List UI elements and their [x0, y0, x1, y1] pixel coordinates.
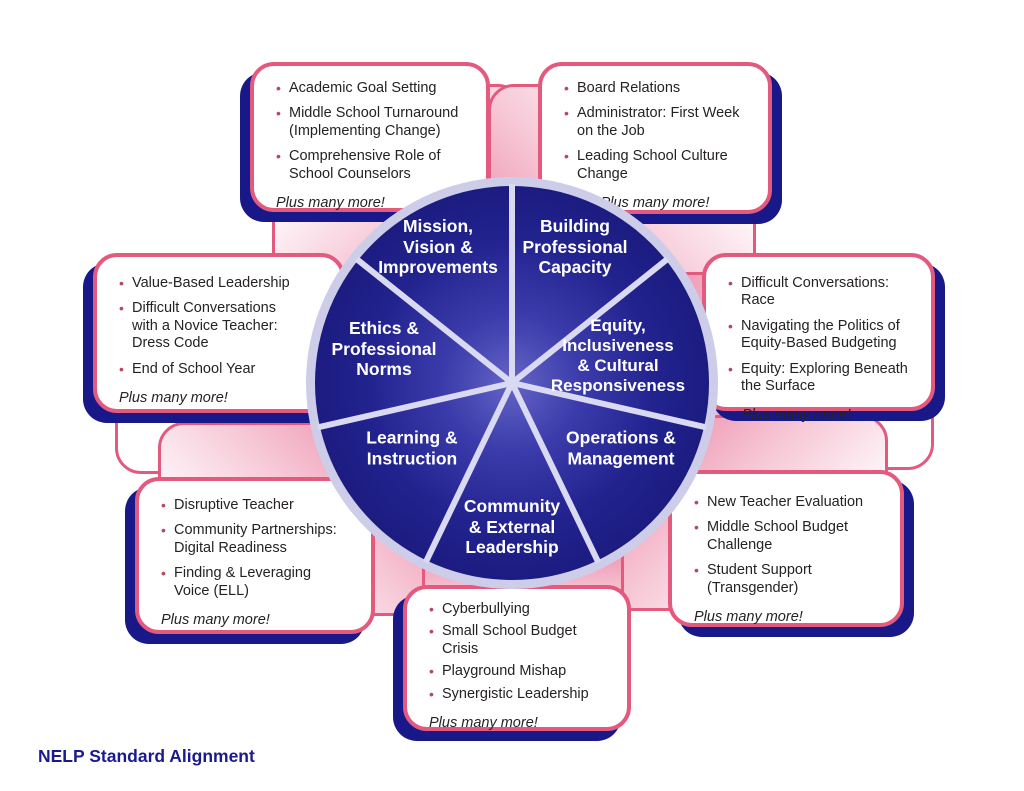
segment-label-equity: Equity, Inclusiveness & Cultural Respons…	[550, 315, 686, 396]
bullet-item-text: Administrator: First Week on the Job	[577, 105, 740, 139]
bullet-icon: •	[728, 360, 733, 377]
plus-many-more-note: Plus many more!	[276, 194, 385, 211]
bullet-item: • Synergistic Leadership	[429, 686, 615, 703]
bullet-icon: •	[429, 663, 434, 680]
bullet-item-text: Difficult Conversations: Race	[741, 275, 890, 309]
bullet-item: • Leading School Culture Change	[564, 148, 756, 183]
bullet-item: • Equity: Exploring Beneath the Surface	[728, 361, 919, 396]
callout-bottom-right: • New Teacher Evaluation • Middle School Bu…	[668, 470, 904, 627]
bullet-list: • Value-Based Leadership • Difficult Conver…	[119, 275, 329, 378]
bullet-icon: •	[161, 522, 166, 539]
bullet-item: • Administrator: First Week on the Job	[564, 105, 756, 140]
bullet-icon: •	[429, 685, 434, 702]
bullet-list: • Academic Goal Setting • Middle School Tur…	[276, 80, 474, 183]
bullet-icon: •	[429, 601, 434, 617]
bullet-icon: •	[694, 519, 699, 536]
callout-top-right: • Board Relations • Administrator: First We…	[538, 62, 772, 214]
bullet-icon: •	[728, 317, 733, 334]
bullet-item-text: Synergistic Leadership	[442, 685, 589, 702]
bullet-item-text: Finding & Leveraging Voice (ELL)	[174, 565, 312, 599]
callout-left: • Value-Based Leadership • Difficult Conver…	[93, 253, 345, 413]
bullet-item: • Difficult Conversations with a Novice T…	[119, 300, 329, 352]
bullet-item: • Academic Goal Setting	[276, 80, 474, 97]
page-title: NELP Standard Alignment	[38, 746, 255, 766]
segment-label-mission: Mission, Vision & Improvements	[378, 216, 498, 278]
plus-many-more-note: Plus many more!	[600, 194, 710, 211]
segment-label-operations: Operations & Management	[566, 427, 676, 468]
bullet-list: • New Teacher Evaluation • Middle School Bu…	[694, 494, 888, 597]
bullet-icon: •	[161, 497, 166, 513]
bullet-icon: •	[564, 148, 569, 165]
bullet-icon: •	[119, 275, 124, 291]
bullet-icon: •	[119, 300, 124, 317]
bullet-list: • Difficult Conversations: Race • Navigatin…	[728, 275, 919, 395]
segment-label-community: Community & External Leadership	[463, 496, 561, 558]
bullet-item: • Middle School Turnaround (Implementing …	[276, 105, 474, 140]
bullet-item-text: Difficult Conversations with a Novice Te…	[132, 300, 278, 352]
bullet-item: • Board Relations	[564, 80, 756, 97]
bullet-item-text: Board Relations	[577, 80, 681, 96]
bullet-icon: •	[728, 275, 733, 291]
bullet-icon: •	[119, 360, 124, 377]
bullet-list: • Cyberbullying • Small School Budget Crisi…	[429, 601, 615, 703]
bullet-item-text: Community Partnerships: Digital Readines…	[174, 522, 337, 556]
bullet-item: • Cyberbullying	[429, 601, 615, 618]
bullet-icon: •	[276, 80, 281, 96]
bullet-item: • Value-Based Leadership	[119, 275, 329, 292]
bullet-item: • Playground Mishap	[429, 663, 615, 680]
bullet-item-text: Student Support (Transgender)	[707, 562, 812, 596]
bullet-item-text: New Teacher Evaluation	[707, 494, 864, 510]
callout-right: • Difficult Conversations: Race • Navigatin…	[702, 253, 935, 423]
plus-many-more-note: Plus many more!	[119, 389, 228, 406]
plus-many-more-note: Plus many more!	[429, 714, 538, 731]
plus-many-more-note: Plus many more!	[161, 611, 270, 628]
bullet-item: • New Teacher Evaluation	[694, 494, 888, 511]
bullet-item-text: Comprehensive Role of School Counselors	[289, 148, 441, 182]
bullet-item-text: End of School Year	[132, 360, 256, 377]
bullet-icon: •	[161, 565, 166, 582]
segment-label-building: Building Professional Capacity	[522, 216, 628, 278]
bullet-item: • Difficult Conversations: Race	[728, 275, 919, 310]
bullet-item: • Disruptive Teacher	[161, 497, 359, 514]
bullet-item: • End of School Year	[119, 361, 329, 378]
bullet-item-text: Small School Budget Crisis	[442, 623, 577, 657]
bullet-item-text: Equity: Exploring Beneath the Surface	[741, 360, 908, 394]
bullet-item-text: Value-Based Leadership	[132, 275, 290, 291]
plus-many-more-note: Plus many more!	[694, 608, 803, 625]
bullet-list: • Board Relations • Administrator: First We…	[564, 80, 756, 183]
bullet-icon: •	[276, 105, 281, 122]
plus-many-more-note: Plus many more!	[742, 407, 851, 424]
callout-bottom-center: • Cyberbullying • Small School Budget Crisi…	[403, 585, 631, 731]
bullet-item-text: Navigating the Politics of Equity-Based …	[741, 317, 900, 352]
bullet-icon: •	[564, 80, 569, 96]
bullet-item-text: Cyberbullying	[442, 601, 530, 617]
bullet-item: • Navigating the Politics of Equity-Based…	[728, 318, 919, 353]
bullet-item-text: Academic Goal Setting	[289, 80, 437, 96]
bullet-item-text: Disruptive Teacher	[174, 497, 294, 513]
bullet-icon: •	[429, 623, 434, 640]
bullet-item-text: Middle School Budget Challenge	[707, 519, 849, 553]
bullet-icon: •	[694, 562, 699, 579]
bullet-item-text: Middle School Turnaround (Implementing C…	[289, 105, 459, 139]
bullet-item: • Middle School Budget Challenge	[694, 519, 888, 554]
callout-bottom-left: • Disruptive Teacher • Community Partnershi…	[135, 477, 375, 634]
bullet-item: • Small School Budget Crisis	[429, 623, 615, 658]
bullet-icon: •	[564, 105, 569, 122]
segment-label-learning: Learning & Instruction	[366, 427, 458, 468]
bullet-item: • Finding & Leveraging Voice (ELL)	[161, 565, 359, 600]
callout-top-left: • Academic Goal Setting • Middle School Tur…	[250, 62, 490, 212]
segment-label-ethics: Ethics & Professional Norms	[331, 318, 437, 380]
bullet-icon: •	[276, 148, 281, 165]
bullet-item: • Student Support (Transgender)	[694, 562, 888, 597]
bullet-item: • Comprehensive Role of School Counselors	[276, 148, 474, 183]
bullet-item: • Community Partnerships: Digital Readine…	[161, 522, 359, 557]
bullet-icon: •	[694, 494, 699, 510]
bullet-item-text: Leading School Culture Change	[577, 148, 728, 182]
bullet-list: • Disruptive Teacher • Community Partnershi…	[161, 497, 359, 600]
bullet-item-text: Playground Mishap	[442, 663, 567, 680]
